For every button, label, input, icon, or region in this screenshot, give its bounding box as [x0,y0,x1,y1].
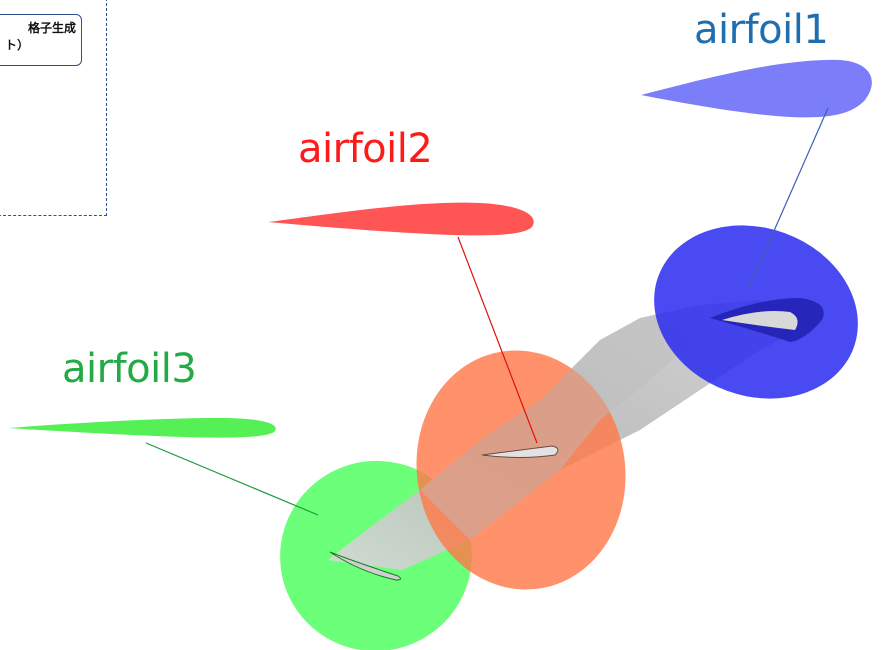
airfoil2-leader-line [457,236,538,444]
airfoil2-shape [268,202,534,236]
root-section [329,551,402,581]
airfoil1-label: airfoil1 [694,7,829,53]
airfoil1-shape [641,59,872,118]
callout-box: 格子生成 ト） [0,14,82,66]
airfoil2-label: airfoil2 [298,126,433,172]
airfoil3-shape [8,418,276,438]
callout-line-2: ト） [4,38,29,52]
dashed-frame [0,0,107,216]
mid-section [481,445,559,458]
airfoil3-label: airfoil3 [62,346,197,392]
airfoil1-leader-line [747,107,829,291]
callout-line-1: 格子生成 [27,21,76,35]
airfoil2-disk [416,350,626,590]
tip-section-hollow [722,311,798,330]
wing-surface-mid [420,305,705,540]
airfoil3-leader-line [145,442,319,516]
